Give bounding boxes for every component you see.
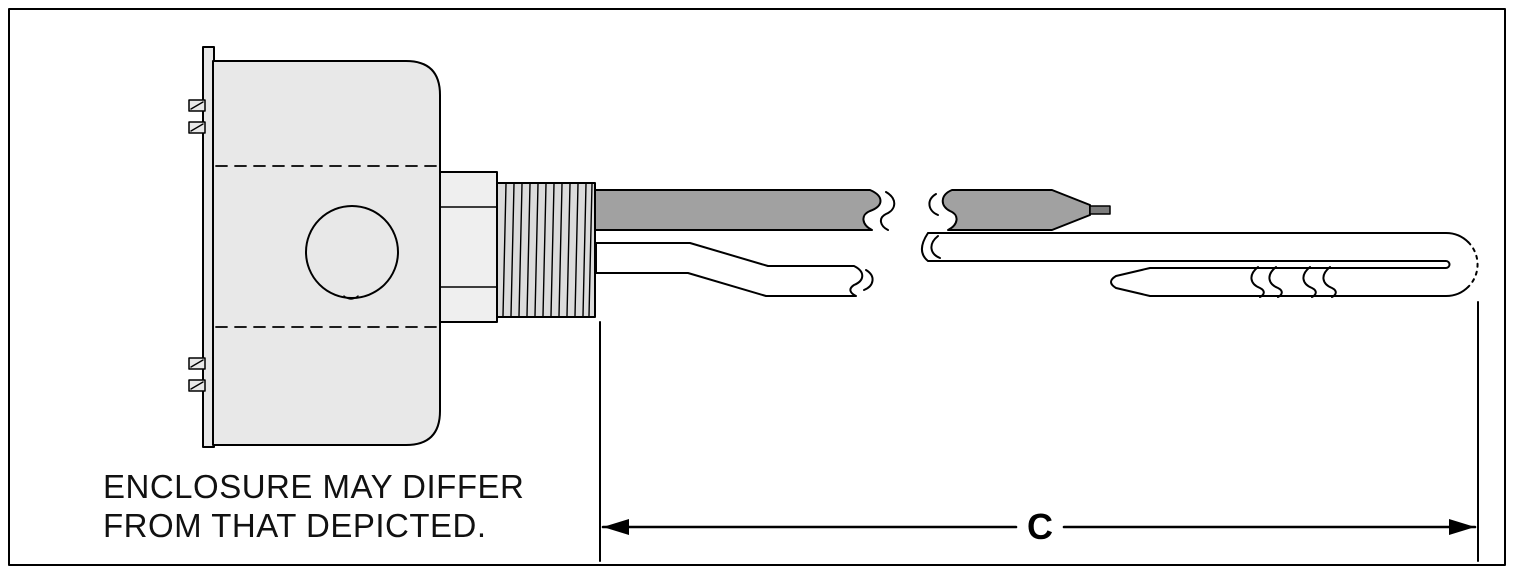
caption-line-2: FROM THAT DEPICTED. bbox=[103, 507, 487, 544]
thermowell-tube-right bbox=[941, 189, 1091, 231]
element-break-curl-left bbox=[863, 269, 874, 291]
dimension-c: C bbox=[599, 301, 1479, 562]
enclosure-box bbox=[212, 60, 441, 446]
hex-bushing bbox=[439, 171, 498, 323]
caption: ENCLOSURE MAY DIFFER FROM THAT DEPICTED. bbox=[103, 468, 524, 544]
element-hairpin-fill bbox=[921, 233, 1478, 296]
screw-bottom-slot bbox=[190, 359, 204, 390]
element-break-marks bbox=[1250, 266, 1337, 298]
dimension-label-c: C bbox=[1027, 506, 1053, 547]
thermowell-break-curl-left bbox=[880, 191, 896, 231]
knockout-circle bbox=[305, 205, 399, 299]
caption-line-1: ENCLOSURE MAY DIFFER bbox=[103, 468, 524, 505]
screw-bottom bbox=[188, 357, 206, 392]
dimension-arrow-right bbox=[1449, 519, 1475, 535]
thermowell-tube-left bbox=[594, 189, 882, 231]
thermowell-tip-pin bbox=[1089, 205, 1111, 215]
thread-hatch-lines bbox=[502, 183, 593, 317]
hex-bushing-flats bbox=[439, 206, 498, 288]
element-break-curl-right bbox=[930, 235, 941, 259]
thermowell-break-curl-right bbox=[928, 193, 939, 216]
screw-top bbox=[188, 99, 206, 134]
element-hairpin-outline bbox=[921, 231, 1470, 298]
element-u-bend-dotted-tip bbox=[1467, 241, 1479, 288]
element-inlet-tube bbox=[595, 242, 864, 297]
screw-top-slot bbox=[190, 101, 204, 132]
knockout-circle-notch bbox=[343, 295, 359, 300]
dimension-arrow-left bbox=[603, 519, 629, 535]
